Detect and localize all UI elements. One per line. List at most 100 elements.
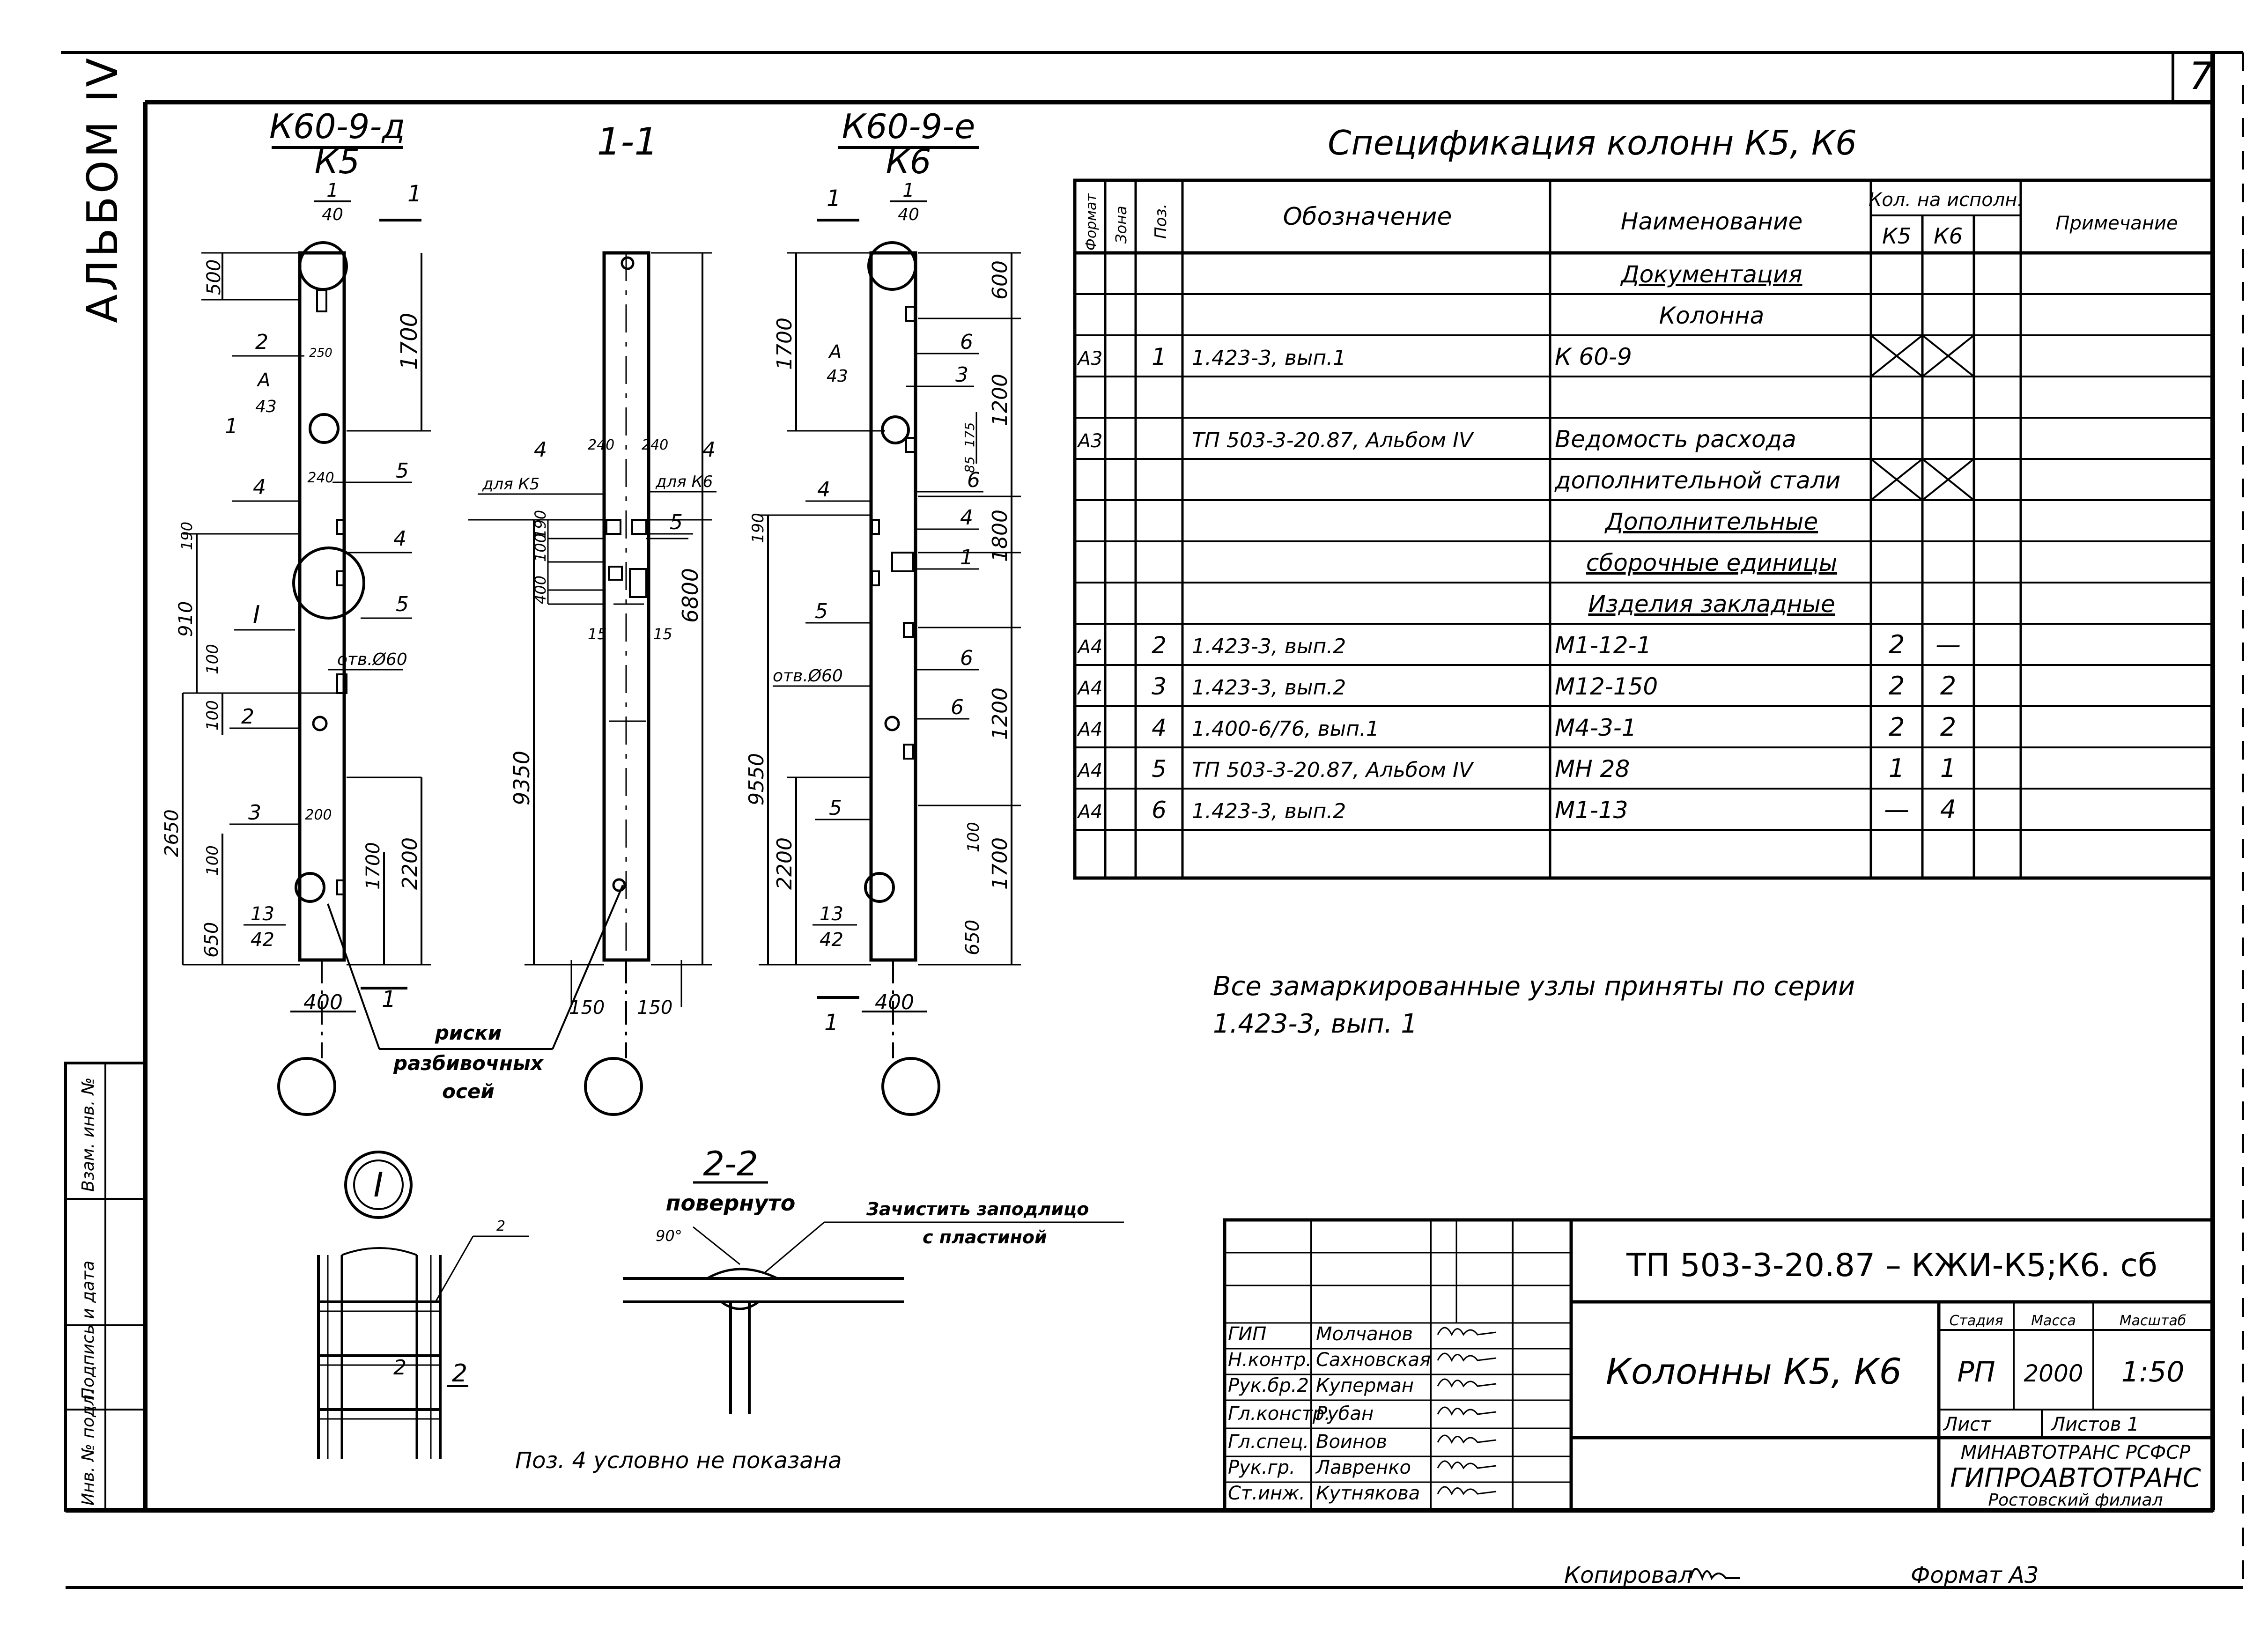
k5-section-sheet: 40 — [322, 205, 343, 224]
spec-row-lines — [1075, 293, 2213, 831]
sec11-dim-150-right: 150 — [637, 997, 672, 1019]
k5-dim-400: 400 — [303, 990, 343, 1014]
title-mass-label: Масса — [2031, 1313, 2076, 1329]
spec-cell-naimenovanie: К 60-9 — [1555, 343, 1632, 370]
k6-callout-5b: 5 — [829, 796, 842, 820]
k6-callout-6c: 6 — [960, 646, 973, 670]
spec-cell-format: А4 — [1077, 719, 1103, 740]
k5-callout-13: 13 — [251, 903, 274, 925]
k5-callout-3: 3 — [248, 801, 261, 825]
k5-dim-2200: 2200 — [398, 837, 422, 890]
k5-callout-a: А — [256, 369, 270, 391]
sec22-title: 2-2 — [703, 1144, 758, 1183]
pos4-note: Поз. 4 условно не показана — [515, 1447, 842, 1474]
k6-callout-a: А — [827, 341, 842, 363]
axes-note: риски разбивочных осей — [327, 885, 624, 1103]
k6-cut-mark: 1 — [827, 185, 841, 212]
title-person-name: Молчанов — [1316, 1323, 1413, 1345]
sec11-for-k6: для К6 — [655, 473, 713, 491]
sec11-dim-400: 400 — [532, 576, 549, 604]
sec11-dim-9350: 9350 — [509, 751, 534, 805]
spec-cell-oboznachenie: 1.423-3, вып.1 — [1192, 346, 1346, 370]
title-mass: 2000 — [2024, 1360, 2083, 1387]
title-person-name: Лавренко — [1315, 1457, 1411, 1478]
title-stage-label: Стадия — [1949, 1313, 2003, 1329]
signature — [1437, 1434, 1497, 1444]
drawing-k6: К60-9-е К6 1700 600 — [745, 107, 1021, 1116]
sec11-dim-6800: 6800 — [678, 568, 703, 623]
sec11-dim-240-left: 240 — [588, 437, 614, 453]
k6-subtitle: К6 — [886, 142, 931, 181]
k6-callout-3: 3 — [955, 363, 968, 387]
k6-section-num: 1 — [902, 180, 914, 201]
k6-callout-6a: 6 — [960, 330, 973, 354]
k5-callout-4a: 4 — [253, 475, 266, 499]
spec-cell-pos: 1 — [1152, 343, 1167, 370]
spec-table: Спецификация колонн К5, К6 Формат Зона П… — [1073, 123, 2215, 880]
k5-callout-1: 1 — [225, 414, 238, 438]
podpis-data-label: Подпись и дата — [79, 1261, 98, 1400]
k6-dim-1200-mid: 1200 — [988, 687, 1012, 740]
k5-dim-500: 500 — [203, 259, 225, 295]
k5-section-num: 1 — [326, 180, 338, 201]
title-person-role: ГИП — [1228, 1323, 1266, 1345]
sec11-dim-100: 100 — [532, 533, 549, 562]
spec-header-k5: К5 — [1882, 223, 1911, 249]
spec-cell-k6: 2 — [1940, 712, 1956, 742]
k5-callout-4b: 4 — [393, 527, 406, 551]
k6-callout-4b: 4 — [960, 506, 973, 530]
spec-cell-format: А4 — [1077, 636, 1103, 658]
sec11-dim-240-right: 240 — [642, 437, 668, 453]
spec-title: Спецификация колонн К5, К6 — [1328, 123, 1857, 162]
title-block: ТП 503-3-20.87 – КЖИ-К5;К6. сб Колонны К… — [1223, 1218, 2215, 1512]
spec-header-primechanie: Примечание — [2055, 213, 2178, 234]
title-org-3: Ростовский филиал — [1988, 1491, 2163, 1510]
spec-cell-naimenovanie: Изделия закладные — [1588, 591, 1835, 618]
k5-callout-2: 2 — [255, 330, 268, 354]
spec-cell-pos: 2 — [1152, 632, 1167, 659]
sec11-title: 1-1 — [597, 120, 658, 163]
k6-callout-5: 5 — [815, 599, 828, 623]
k6-callout-42: 42 — [820, 929, 843, 951]
sheet-number: 7 — [2189, 54, 2213, 98]
spec-cell-naimenovanie: Ведомость расхода — [1555, 426, 1796, 453]
k6-section-sheet: 40 — [898, 205, 919, 224]
title-person-name: Кутнякова — [1316, 1483, 1420, 1504]
title-sheet-label: Лист — [1943, 1414, 1992, 1435]
note-razbivochnykh: разбивочных — [393, 1052, 544, 1075]
spec-cell-pos: 5 — [1152, 755, 1167, 783]
spec-cell-naimenovanie: Документация — [1620, 261, 1803, 288]
k6-dim-9550: 9550 — [745, 753, 768, 805]
drawing-k5: К60-9-д К5 500 — [161, 107, 431, 1116]
sec22-weld-note-1: Зачистить заподлицо — [866, 1199, 1089, 1219]
spec-cell-k5: 2 — [1889, 630, 1905, 659]
title-person-name: Сахновская — [1316, 1349, 1431, 1371]
title-name: Колонны К5, К6 — [1606, 1351, 1902, 1392]
title-person-role: Гл.спец. — [1228, 1431, 1309, 1453]
spec-cell-k6: 4 — [1940, 795, 1956, 824]
k5-dim-910: 910 — [175, 601, 197, 637]
spec-cell-pos: 3 — [1152, 673, 1167, 700]
spec-cell-format: А4 — [1077, 760, 1103, 782]
title-person-role: Н.контр. — [1228, 1349, 1312, 1371]
k6-dim-2200: 2200 — [773, 837, 797, 890]
k6-dim-175: 175 — [962, 422, 977, 447]
spec-header-naimenovanie: Наименование — [1621, 208, 1803, 235]
section-2-2: 2-2 повернуто 90° Зачистить заподлицо с … — [623, 1144, 1124, 1414]
footer-format: Формат А3 — [1911, 1562, 2039, 1588]
spec-cell-naimenovanie: дополнительной стали — [1554, 467, 1840, 494]
spec-header-zona: Зона — [1112, 206, 1130, 244]
spec-cell-k5: 2 — [1889, 671, 1905, 701]
spec-header-format: Формат — [1083, 193, 1100, 251]
k6-callout-13: 13 — [820, 903, 843, 925]
k5-node-i: I — [253, 601, 260, 629]
k5-dim-250: 250 — [309, 346, 332, 360]
node-i-label: I — [373, 1165, 383, 1204]
spec-cell-naimenovanie: М1-13 — [1555, 797, 1628, 824]
spec-cell-naimenovanie: М12-150 — [1555, 673, 1658, 700]
k5-dim-200: 200 — [305, 807, 332, 823]
signature — [1437, 1460, 1497, 1470]
k5-dim-100b: 100 — [203, 700, 222, 731]
title-person-role: Ст.инж. — [1228, 1483, 1305, 1504]
